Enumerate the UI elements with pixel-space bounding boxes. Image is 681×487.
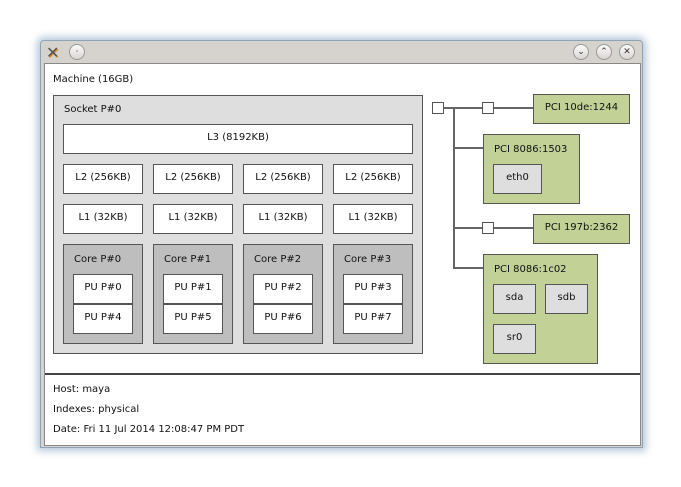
pci-device: PCI 10de:1244 — [533, 94, 630, 124]
pu-label: PU P#2 — [264, 282, 302, 293]
lstopo-window: ✕ · ⌄ ⌃ ✕ Machine (16GB) Host: maya Inde… — [40, 40, 643, 448]
l1-cache: L1 (32KB) — [333, 204, 413, 234]
l1-cache-label: L1 (32KB) — [168, 212, 218, 223]
block-device: sda — [493, 284, 536, 314]
pci-device-label: PCI 10de:1244 — [544, 102, 619, 113]
network-device: eth0 — [493, 164, 542, 194]
block-device-label: sda — [505, 292, 524, 303]
l3-cache: L3 (8192KB) — [63, 124, 413, 154]
l3-cache-label: L3 (8192KB) — [207, 132, 269, 143]
l1-cache-label: L1 (32KB) — [258, 212, 308, 223]
l2-cache: L2 (256KB) — [63, 164, 143, 194]
pci-link-line — [453, 107, 455, 269]
l1-cache: L1 (32KB) — [63, 204, 143, 234]
l1-cache-label: L1 (32KB) — [78, 212, 128, 223]
pu: PU P#4 — [73, 304, 133, 334]
l2-cache-label: L2 (256KB) — [75, 172, 131, 183]
block-device-label: sr0 — [506, 332, 523, 343]
close-icon[interactable]: ✕ — [619, 44, 635, 60]
pu-label: PU P#3 — [354, 282, 392, 293]
l2-cache-label: L2 (256KB) — [255, 172, 311, 183]
block-device-label: sdb — [557, 292, 576, 303]
pci-link-line — [453, 267, 483, 269]
l2-cache: L2 (256KB) — [153, 164, 233, 194]
date-label: Date: Fri 11 Jul 2014 12:08:47 PM PDT — [53, 424, 245, 435]
l1-cache: L1 (32KB) — [243, 204, 323, 234]
l1-cache-label: L1 (32KB) — [348, 212, 398, 223]
pci-bridge — [482, 102, 494, 114]
pci-bridge — [482, 222, 494, 234]
pu: PU P#6 — [253, 304, 313, 334]
pu: PU P#3 — [343, 274, 403, 304]
block-device: sdb — [545, 284, 588, 314]
l2-cache-label: L2 (256KB) — [165, 172, 221, 183]
pu: PU P#7 — [343, 304, 403, 334]
chevron-up-icon[interactable]: ⌃ — [596, 44, 612, 60]
pu: PU P#2 — [253, 274, 313, 304]
topology-canvas: Machine (16GB) Host: maya Indexes: physi… — [44, 63, 641, 446]
host-bridge — [432, 102, 444, 114]
pci-device-label: PCI 8086:1503 — [494, 144, 568, 155]
pu-label: PU P#4 — [84, 312, 122, 323]
chevron-down-icon[interactable]: ⌄ — [573, 44, 589, 60]
indexes-label: Indexes: physical — [53, 404, 140, 415]
titlebar[interactable]: ✕ · ⌄ ⌃ ✕ — [41, 41, 642, 63]
l2-cache-label: L2 (256KB) — [345, 172, 401, 183]
machine-label: Machine (16GB) — [53, 74, 134, 85]
pu: PU P#5 — [163, 304, 223, 334]
socket-label: Socket P#0 — [64, 104, 122, 115]
footer-separator — [45, 373, 640, 375]
core-label: Core P#0 — [74, 254, 122, 265]
pu-label: PU P#5 — [174, 312, 212, 323]
pu: PU P#1 — [163, 274, 223, 304]
host-label: Host: maya — [53, 384, 111, 395]
pu-label: PU P#0 — [84, 282, 122, 293]
circle-menu-icon[interactable]: · — [69, 44, 85, 60]
network-device-label: eth0 — [506, 172, 529, 183]
pu: PU P#0 — [73, 274, 133, 304]
block-device: sr0 — [493, 324, 536, 354]
x-tools-icon[interactable]: ✕ — [46, 43, 60, 62]
pci-device-label: PCI 197b:2362 — [544, 222, 619, 233]
pu-label: PU P#7 — [354, 312, 392, 323]
core-label: Core P#2 — [254, 254, 302, 265]
core-label: Core P#3 — [344, 254, 392, 265]
pci-device-label: PCI 8086:1c02 — [494, 264, 567, 275]
l1-cache: L1 (32KB) — [153, 204, 233, 234]
core-label: Core P#1 — [164, 254, 212, 265]
pci-device: PCI 197b:2362 — [533, 214, 630, 244]
l2-cache: L2 (256KB) — [333, 164, 413, 194]
pu-label: PU P#6 — [264, 312, 302, 323]
pci-link-line — [453, 147, 483, 149]
pu-label: PU P#1 — [174, 282, 212, 293]
l2-cache: L2 (256KB) — [243, 164, 323, 194]
